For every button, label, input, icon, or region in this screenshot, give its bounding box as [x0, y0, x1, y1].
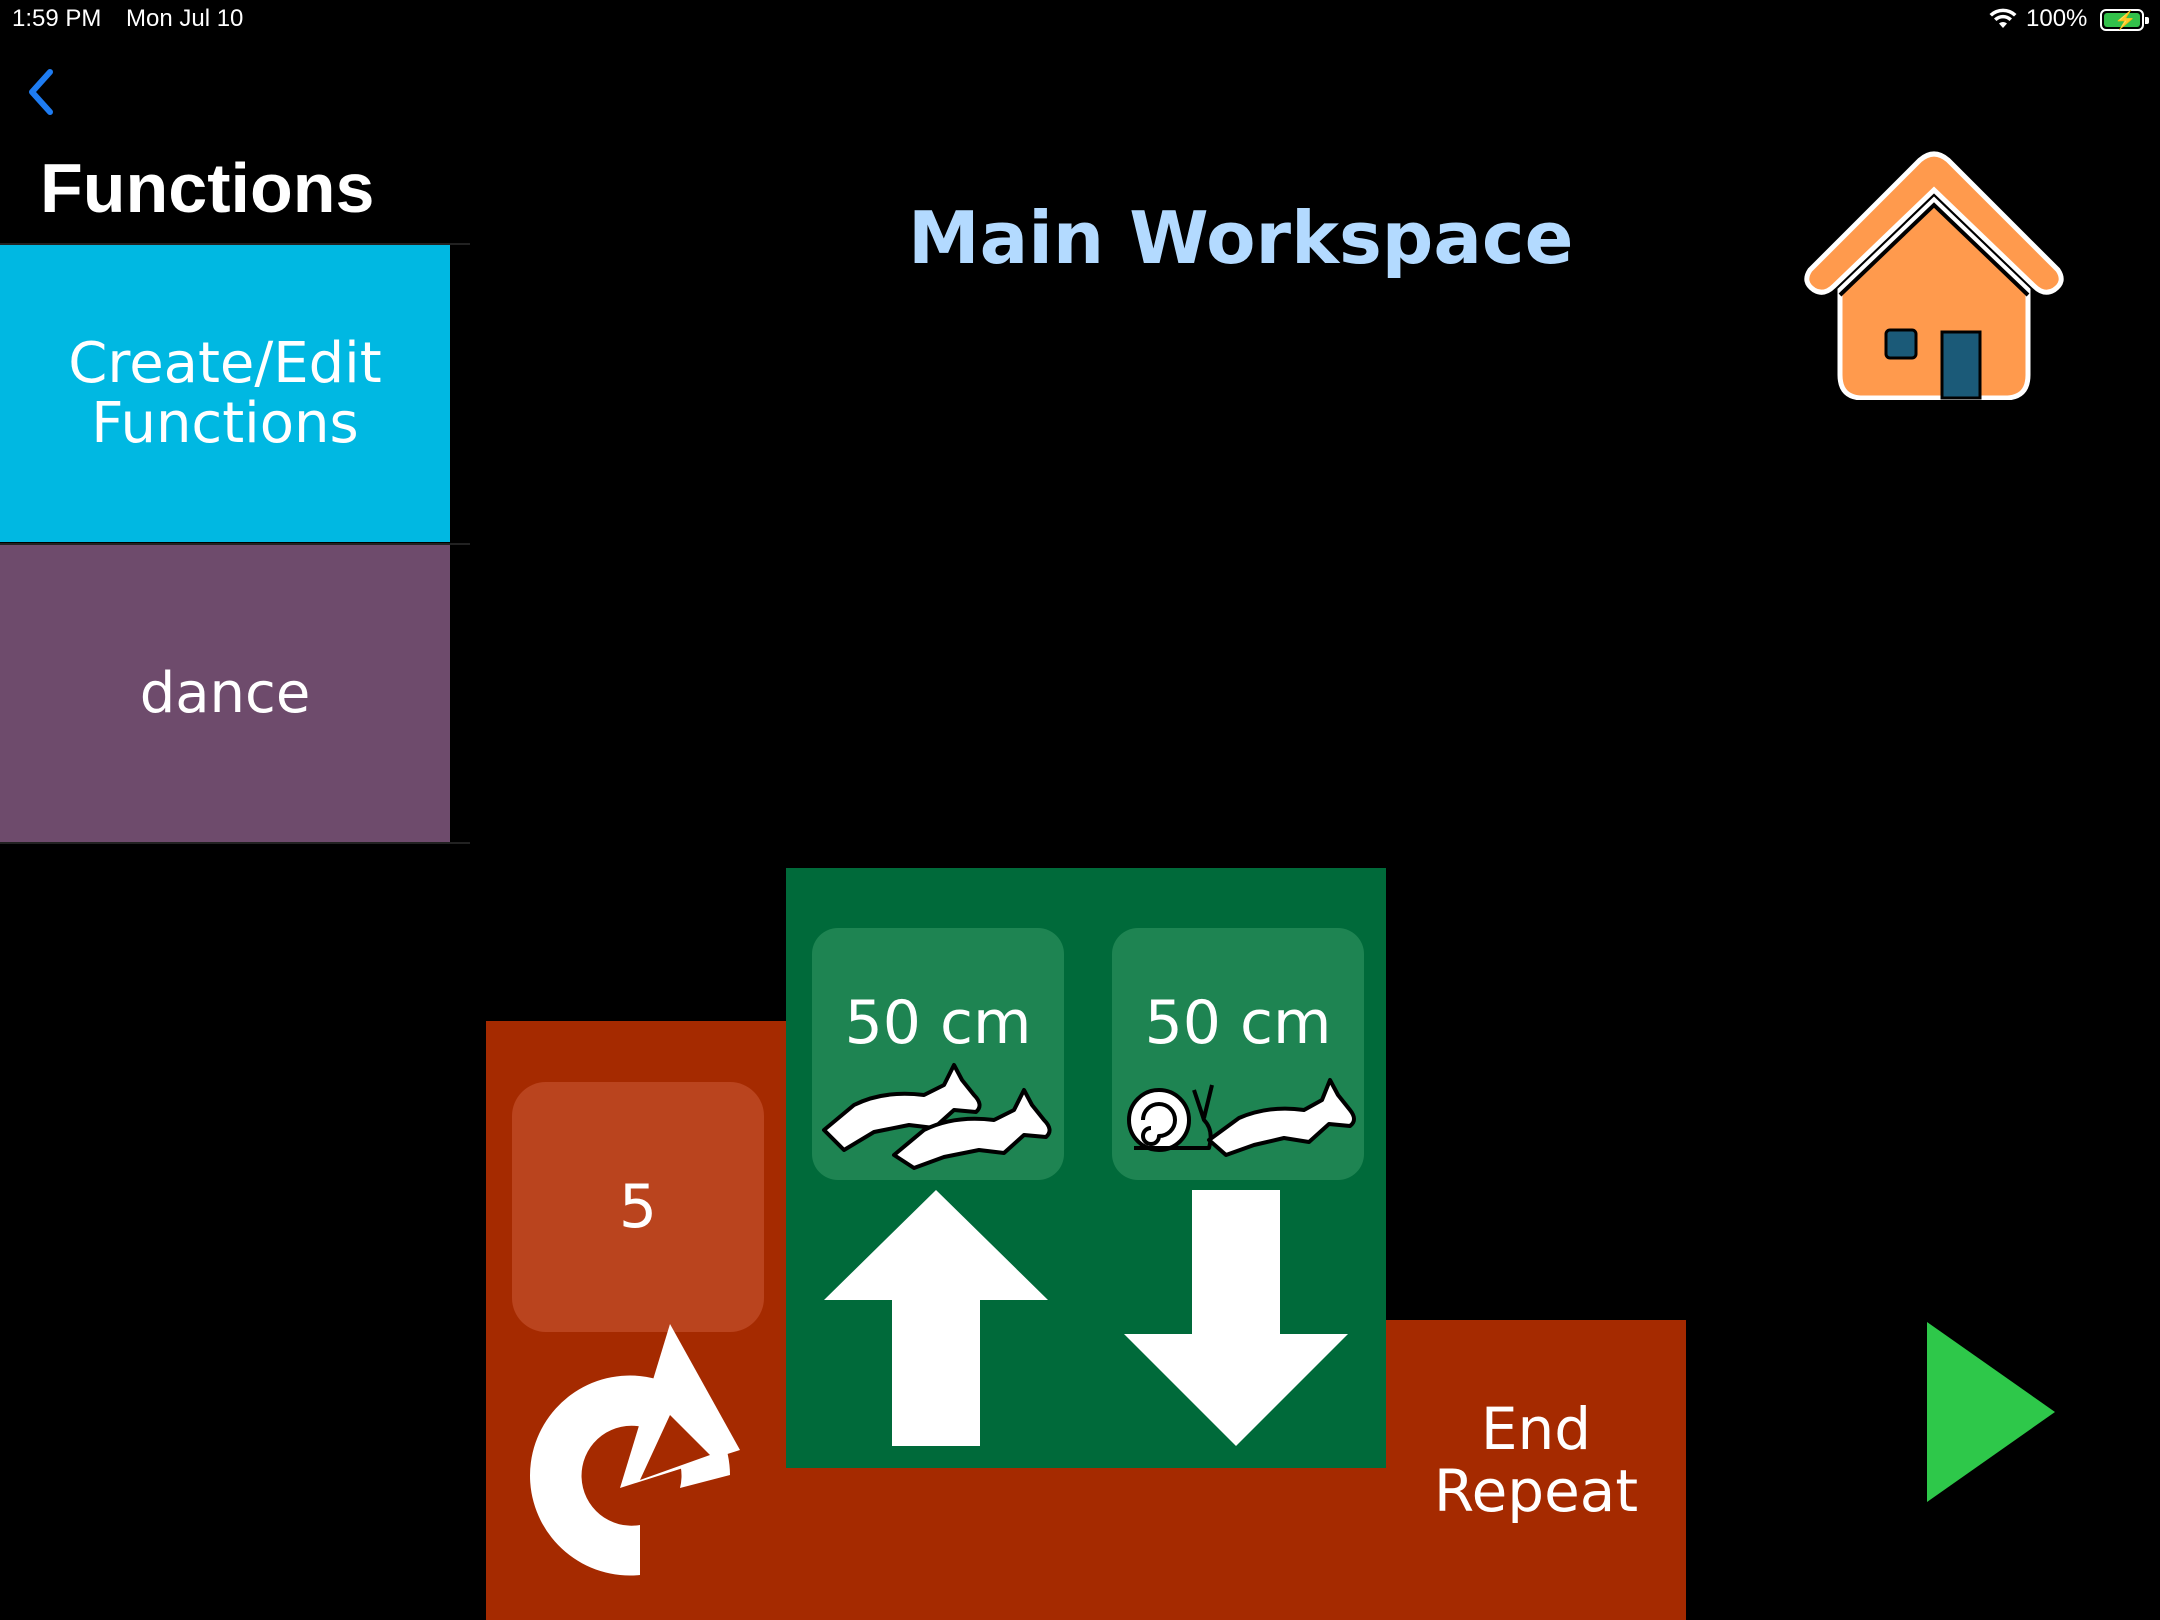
status-date: Mon Jul 10: [126, 5, 244, 32]
forward-speed-distance-button[interactable]: 50 cm: [812, 928, 1064, 1180]
sidebar-divider: [0, 842, 470, 844]
sidebar-divider: [0, 543, 470, 545]
arrow-down-icon: [1120, 1188, 1352, 1448]
backward-speed-distance-button[interactable]: 50 cm: [1112, 928, 1364, 1180]
forward-distance-label: 50 cm: [844, 988, 1032, 1058]
arrow-up-icon: [820, 1188, 1052, 1448]
create-edit-functions-label: Create/Edit Functions: [68, 330, 382, 456]
status-bar: 1:59 PM Mon Jul 10 100% ⚡: [0, 0, 2160, 40]
end-repeat-block[interactable]: [1385, 1320, 1686, 1620]
status-time: 1:59 PM: [12, 5, 102, 32]
battery-percent: 100%: [2026, 5, 2088, 32]
battery-icon: ⚡: [2100, 9, 2149, 31]
function-item-label: dance: [139, 660, 311, 726]
page-title: Main Workspace: [908, 196, 1574, 280]
repeat-count-button[interactable]: 5: [512, 1082, 764, 1332]
chevron-left-icon: [29, 69, 53, 115]
repeat-count-value: 5: [618, 1172, 658, 1242]
home-icon: [1804, 151, 2064, 401]
end-repeat-label: End Repeat: [1433, 1395, 1639, 1525]
fast-rabbits-icon: [822, 1063, 1052, 1170]
wifi-icon: [1988, 6, 2018, 37]
repeat-icon: [520, 1320, 760, 1590]
create-edit-functions-button[interactable]: Create/Edit Functions: [0, 245, 450, 542]
play-icon: [1927, 1322, 2055, 1502]
backward-distance-label: 50 cm: [1144, 988, 1332, 1058]
sidebar-divider: [0, 243, 470, 245]
home-button[interactable]: [1800, 150, 2070, 401]
snail-rabbit-icon: [1127, 1078, 1356, 1157]
function-item-dance[interactable]: dance: [0, 545, 450, 842]
sidebar-title: Functions: [40, 149, 375, 227]
run-program-button[interactable]: [1925, 1320, 2060, 1505]
back-button[interactable]: [22, 66, 62, 118]
